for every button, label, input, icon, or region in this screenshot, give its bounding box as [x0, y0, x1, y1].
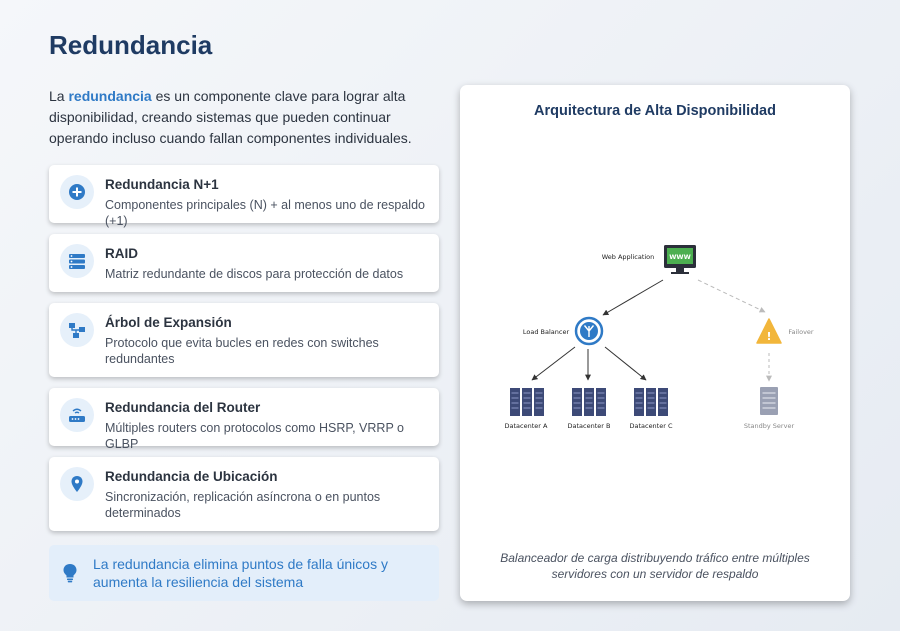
architecture-panel: Arquitectura de Alta Disponibilidad WWW … — [460, 85, 850, 601]
datacenter-b-node: Datacenter B — [568, 387, 611, 430]
intro-paragraph: La redundancia es un componente clave pa… — [49, 86, 444, 149]
datacenter-a-label: Datacenter A — [505, 422, 548, 430]
card-title: Redundancia de Ubicación — [105, 469, 278, 484]
card-spanning-tree: Árbol de Expansión Protocolo que evita b… — [49, 303, 439, 377]
www-badge: WWW — [669, 253, 691, 261]
load-balancer-node: Load Balancer — [523, 316, 604, 346]
card-title: Redundancia N+1 — [105, 177, 219, 192]
datacenter-c-label: Datacenter C — [629, 422, 672, 430]
card-description: Protocolo que evita bucles en redes con … — [105, 336, 379, 366]
intro-highlight: redundancia — [68, 88, 152, 104]
card-description: Matriz redundante de discos para protecc… — [105, 267, 404, 281]
router-icon — [60, 398, 94, 432]
server-stack-icon — [60, 244, 94, 278]
standby-server-icon — [760, 387, 778, 415]
diagram-caption: Balanceador de carga distribuyendo tráfi… — [500, 551, 810, 581]
card-title: Redundancia del Router — [105, 400, 261, 415]
card-n-plus-one: Redundancia N+1 Componentes principales … — [49, 165, 439, 228]
datacenter-c-node: Datacenter C — [629, 387, 673, 430]
edge-lb-to-dc-a — [531, 346, 576, 381]
network-tree-icon — [60, 313, 94, 347]
card-router: Redundancia del Router Múltiples routers… — [49, 388, 439, 451]
standby-server-node: Standby Server — [744, 387, 795, 430]
tip-box: La redundancia elimina puntos de falla ú… — [49, 545, 439, 601]
standby-server-label: Standby Server — [744, 422, 795, 430]
card-description: Múltiples routers con protocolos como HS… — [105, 421, 404, 451]
intro-before: La — [49, 88, 69, 104]
tip-text: La redundancia elimina puntos de falla ú… — [93, 556, 388, 590]
server-rack-icon — [508, 387, 544, 417]
edge-web-to-failover — [697, 279, 766, 313]
diagram-title: Arquitectura de Alta Disponibilidad — [534, 103, 776, 119]
lightbulb-icon — [63, 564, 77, 583]
page-title: Redundancia — [49, 30, 213, 60]
architecture-diagram: WWW Web Application Load Balancer ! Fail… — [505, 245, 814, 430]
datacenter-b-label: Datacenter B — [568, 422, 611, 430]
server-rack-icon — [570, 387, 606, 417]
card-title: Árbol de Expansión — [105, 315, 232, 330]
card-location: Redundancia de Ubicación Sincronización,… — [49, 457, 439, 531]
edge-lb-to-dc-c — [604, 346, 647, 381]
web-application-label: Web Application — [602, 253, 655, 261]
card-description: Componentes principales (N) + al menos u… — [105, 198, 425, 228]
failover-label: Failover — [788, 328, 814, 336]
warning-icon — [756, 318, 782, 344]
server-rack-icon — [632, 387, 668, 417]
load-balancer-label: Load Balancer — [523, 328, 570, 336]
map-pin-icon — [60, 467, 94, 501]
web-application-node: WWW Web Application — [602, 245, 696, 274]
edge-web-to-lb — [602, 279, 664, 316]
card-description: Sincronización, replicación asíncrona o … — [105, 490, 381, 520]
plus-circle-icon — [60, 175, 94, 209]
card-title: RAID — [105, 246, 138, 261]
failover-symbol: ! — [766, 330, 771, 343]
datacenter-a-node: Datacenter A — [505, 387, 548, 430]
failover-node: ! Failover — [756, 318, 814, 344]
card-raid: RAID Matriz redundante de discos para pr… — [49, 234, 439, 292]
intro-after: es un componente clave para lograr alta … — [49, 88, 412, 146]
